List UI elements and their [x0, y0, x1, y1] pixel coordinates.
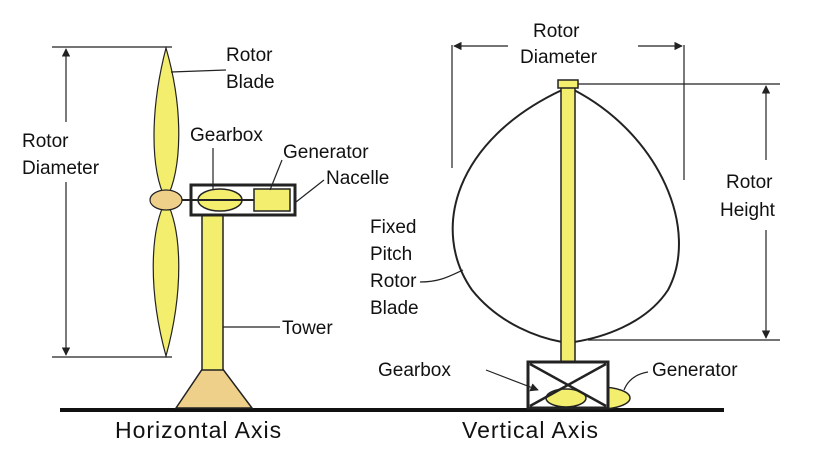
v-rotor-diameter-label-1: Rotor [533, 21, 580, 42]
generator-shape [253, 188, 291, 212]
rotor-blade-lower [152, 198, 180, 359]
vertical-rotor-blade-right [573, 89, 680, 343]
tower-base [174, 367, 254, 409]
v-generator-leader [623, 371, 649, 391]
fixed-pitch-label-2: Pitch [370, 244, 412, 265]
vertical-rotor-blade-left [451, 89, 563, 343]
fixed-pitch-label-3: Rotor [370, 271, 417, 292]
rotor-blade-leader [170, 69, 227, 73]
vertical-axis-caption: Vertical Axis [462, 417, 599, 443]
rotor-blade-label-1: Rotor [226, 45, 273, 66]
v-gearbox-label: Gearbox [378, 360, 451, 381]
horizontal-turbine: Rotor Diameter Rotor Blade Gearbox Gener… [22, 45, 389, 443]
rotor-blade [153, 45, 180, 202]
mast-top-cap [557, 79, 579, 89]
tower [201, 207, 224, 371]
rotor-hub [149, 189, 183, 211]
v-rotor-height-label-1: Rotor [726, 172, 773, 193]
nacelle-leader [295, 179, 325, 203]
blade-leader [419, 269, 464, 283]
v-gearbox-leader [485, 369, 539, 392]
v-generator-label: Generator [652, 360, 738, 381]
v-rotor-height-label-2: Height [720, 200, 776, 221]
h-rotor-diameter-label-2: Diameter [22, 158, 100, 179]
h-rotor-diameter-label-1: Rotor [22, 131, 69, 152]
fixed-pitch-label-1: Fixed [370, 217, 416, 238]
fixed-pitch-label-4: Blade [370, 298, 419, 319]
tower-label: Tower [282, 318, 333, 339]
gearbox-cross-2 [529, 362, 607, 408]
gearbox-label: Gearbox [190, 125, 263, 146]
nacelle-label: Nacelle [326, 168, 389, 189]
v-rotor-diameter-label-2: Diameter [520, 47, 598, 68]
vertical-mast [560, 83, 576, 365]
rotor-blade-label-2: Blade [226, 72, 275, 93]
vertical-turbine: Rotor Diameter Rotor Height Fixed Pitch … [370, 21, 780, 443]
horizontal-axis-caption: Horizontal Axis [115, 417, 282, 443]
generator-label: Generator [283, 142, 369, 163]
generator-leader [269, 159, 283, 191]
